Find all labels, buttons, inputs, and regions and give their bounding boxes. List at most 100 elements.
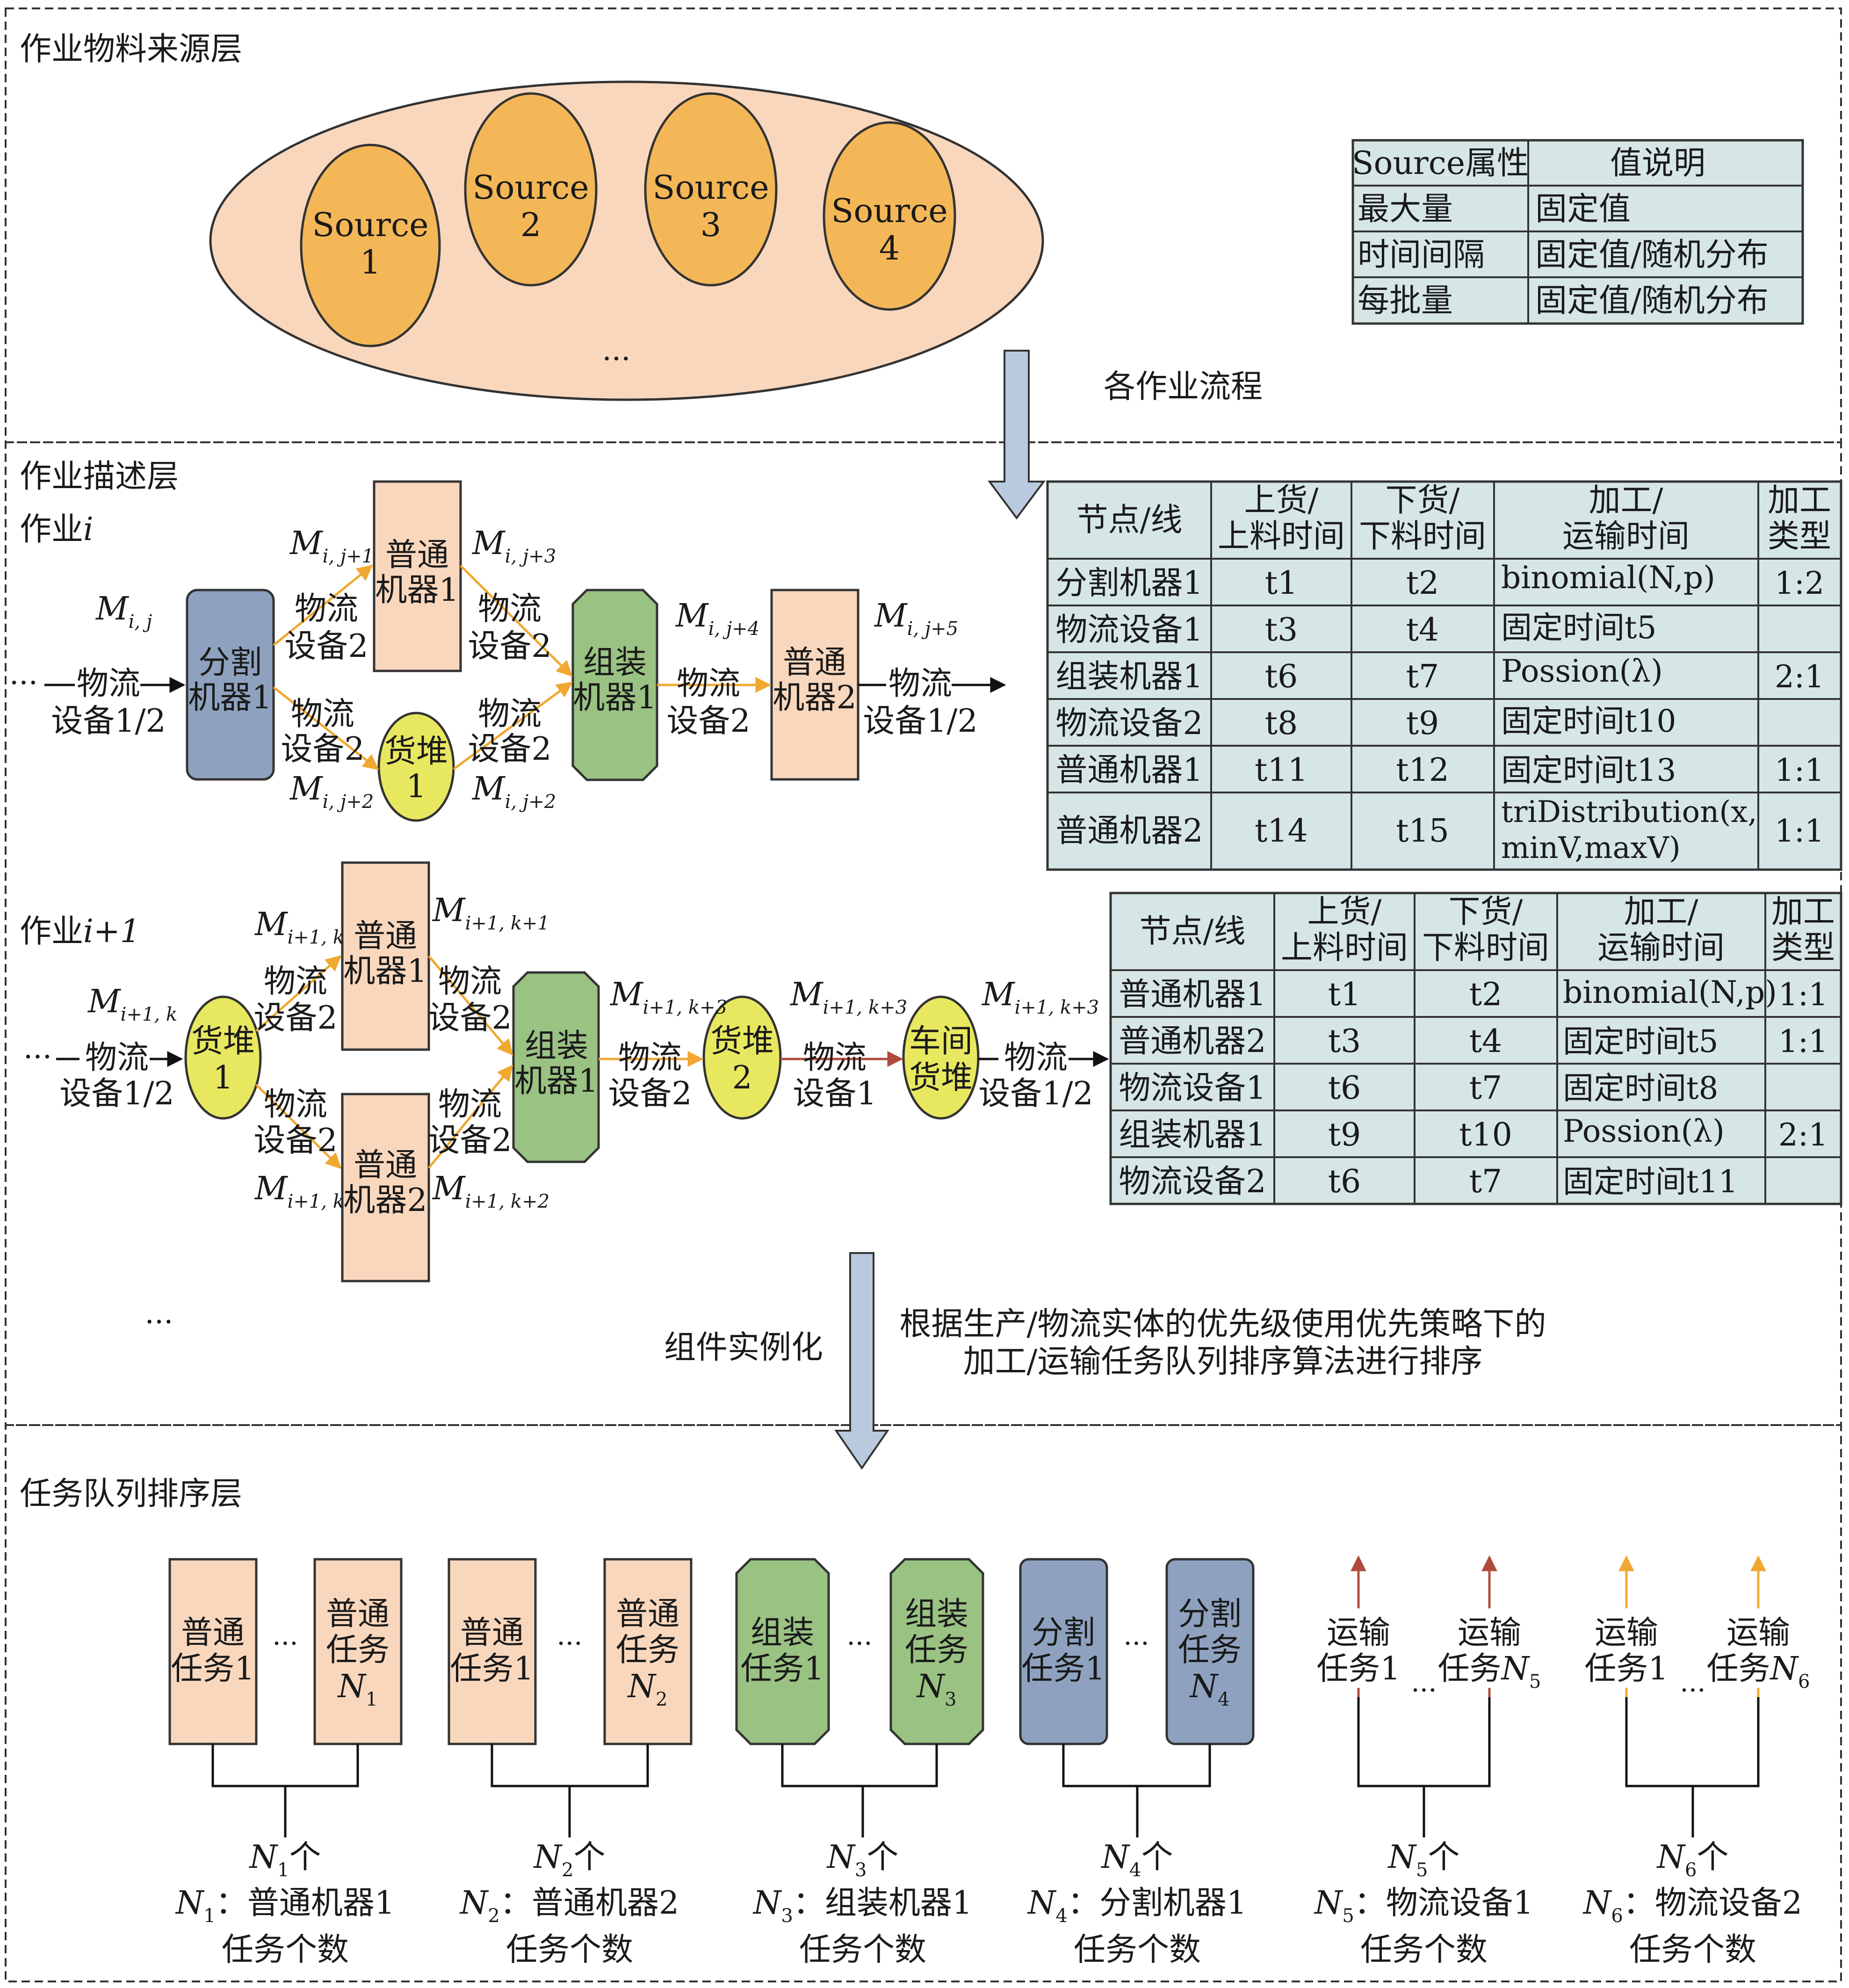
table-cell: 固定时间t11 [1563,1164,1738,1200]
table-header: 下料时间 [1422,929,1549,966]
source-node-1[interactable]: Source 1 [300,144,441,347]
node-label: 1 [406,768,426,805]
edge-label: 设备2 [468,628,551,665]
edge-label: 设备2 [284,628,368,665]
table-cell: t1 [1265,565,1298,602]
assemble-machine-1[interactable]: 组装 机器1 [571,589,658,781]
logistics-label: 物流 [77,665,140,702]
source-node-4[interactable]: Source 4 [823,121,956,311]
table-cell: t2 [1406,565,1439,602]
task-label: 普通 [616,1596,679,1633]
pile-2[interactable]: 货堆 2 [702,995,782,1120]
logistics-label: 物流 [1004,1039,1068,1076]
source-node-2[interactable]: Source 2 [464,92,598,287]
queue-description: N5：物流设备1 [1314,1885,1533,1927]
table-cell: 时间间隔 [1358,237,1485,274]
normal-machine-2[interactable]: 普通 机器2 [770,589,859,781]
queue-group-normal-1: 普通 任务1 ··· 普通 任务 N1 N1个 N1：普通机器1 任务个数 [168,1558,403,1968]
queue-count: N5个 [1387,1839,1460,1881]
pile-1[interactable]: 货堆 1 [184,995,262,1120]
table-cell: 物流设备1 [1055,612,1203,648]
table-cell: 普通机器1 [1119,976,1266,1013]
task-box[interactable] [735,1558,830,1745]
node-label: 机器1 [375,572,459,609]
node-label: 1 [213,1059,233,1096]
edge-label: 设备2 [253,1122,337,1159]
task-label: 任务 [1178,1632,1242,1669]
logistics-label: 设备1/2 [863,703,977,740]
node-label: 机器1 [573,679,657,716]
pile-1[interactable]: 货堆 1 [377,712,455,822]
table-cell: 1:1 [1778,977,1828,1013]
split-machine-1[interactable]: 分割 机器1 [186,589,275,781]
normal-machine-2[interactable]: 普通 机器2 [341,1093,430,1282]
table-cell: 组装机器1 [1055,658,1203,695]
edge-label: 设备2 [666,703,750,740]
queue-ellipsis: ··· [272,1628,298,1659]
queue-ellipsis: ··· [1123,1628,1149,1659]
node-label: 普通 [385,537,449,574]
edge-label: 物流 [803,1039,867,1076]
queue-description: 任务个数 [1629,1931,1756,1968]
workshop-pile[interactable]: 车间 货堆 [902,995,980,1120]
task-label: 任务1 [1021,1650,1105,1687]
logistics-label: 设备1/2 [978,1075,1093,1112]
logistics-label: 设备1/2 [59,1075,174,1112]
table-header: 值说明 [1610,145,1705,182]
table-cell: Possion(λ) [1501,653,1663,689]
material-label: Mi+1, k+1 [432,892,549,934]
table-cell: t6 [1328,1070,1361,1107]
table-cell: Possion(λ) [1563,1113,1725,1149]
table-cell: t7 [1469,1070,1502,1107]
job-layer-title: 作业描述层 [20,458,179,495]
task-label: N2 [627,1668,668,1710]
table-cell: t4 [1469,1023,1502,1060]
node-label: 机器1 [188,679,272,716]
normal-machine-1[interactable]: 普通 机器1 [341,861,430,1051]
edge-label: 物流 [264,1086,327,1123]
task-label: 分割 [1032,1614,1095,1651]
table-cell: 固定时间t5 [1563,1023,1719,1059]
sorting-note: 加工/运输任务队列排序算法进行排序 [963,1343,1483,1380]
queue-count: N2个 [533,1839,606,1881]
table-cell: t15 [1396,813,1449,850]
node-label: 机器2 [343,1182,427,1219]
table-header: 下货/ [1386,482,1460,519]
task-label: N4 [1189,1668,1230,1710]
task-label: 普通 [326,1596,390,1633]
more-jobs-ellipsis: ... [144,1296,173,1331]
material-label: Mi+1, k [254,1170,344,1212]
table-cell: 普通机器2 [1055,813,1203,850]
material-label: Mi+1, k+3 [789,976,907,1018]
node-label: 货堆 [384,733,448,770]
task-box[interactable] [603,1558,693,1745]
queue-description: N3：组装机器1 [752,1885,972,1927]
source-label: Source [652,168,769,207]
table-cell: 固定值 [1535,191,1631,228]
table-cell: t2 [1469,976,1502,1013]
node-label: 货堆 [909,1059,973,1096]
table-cell: 物流设备1 [1119,1070,1266,1107]
normal-machine-1[interactable]: 普通 机器1 [373,480,462,672]
node-label: 货堆 [710,1023,774,1060]
table-cell: t6 [1265,658,1298,695]
table-header: 上料时间 [1281,929,1408,966]
table-cell: t9 [1406,705,1439,742]
table-cell: 固定时间t5 [1501,610,1657,646]
material-label: Mi, j+1 [289,525,374,567]
table-header: 加工 [1771,893,1835,930]
bracket-connector [1357,1697,1491,1837]
queue-count: N6个 [1656,1839,1729,1881]
queue-layer-frame [5,1424,1842,1982]
material-label: Mi, j+4 [675,598,759,640]
table-header: 类型 [1771,929,1835,966]
assemble-machine-1[interactable]: 组装 机器1 [512,971,600,1163]
table-cell: t11 [1255,752,1308,789]
source-node-3[interactable]: Source 3 [644,92,778,287]
table-header: 类型 [1768,518,1831,555]
task-box[interactable] [889,1558,984,1745]
task-label: 运输 [1595,1614,1658,1651]
queue-description: 任务个数 [1360,1931,1488,1968]
task-box[interactable] [448,1558,537,1745]
table-cell: 固定值/随机分布 [1535,282,1769,319]
